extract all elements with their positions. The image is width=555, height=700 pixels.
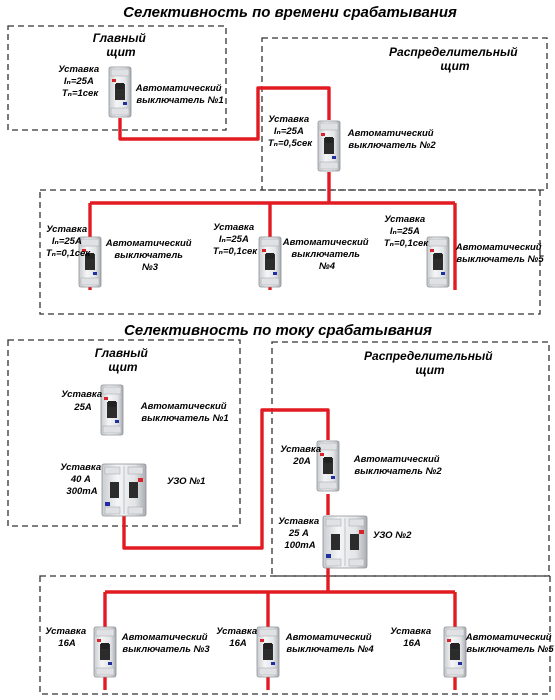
bottom-breaker-2-setting: Уставка 20A [280, 444, 324, 467]
top-breaker-5 [426, 236, 450, 288]
bottom-breaker-4 [256, 626, 280, 678]
bottom-breaker-2-name: Автоматический выключатель №2 [353, 454, 443, 477]
top-main-panel-label: Главный щит [93, 31, 149, 59]
bottom-breaker-3 [93, 626, 117, 678]
top-dist-panel-frame [261, 37, 548, 191]
bottom-outgoing-panel-frame [39, 575, 551, 695]
bottom-breaker-5 [443, 626, 467, 678]
top-title: Селективность по времени срабатывания [123, 4, 457, 21]
bottom-breaker-3-name: Автоматический выключатель №3 [121, 632, 211, 655]
top-breaker-4-setting: Уставка Iₙ=25A Tₙ=0,1сек [213, 222, 258, 257]
bottom-rcd-1 [101, 463, 147, 517]
bottom-breaker-5-name: Автоматический выключатель №5 [465, 632, 555, 655]
bottom-rcd-2-name: УЗО №2 [373, 530, 412, 541]
bottom-title: Селективность по току срабатывания [124, 322, 432, 339]
bottom-breaker-1-setting: Уставка 25A [61, 389, 105, 413]
top-breaker-4 [258, 236, 282, 288]
top-breaker-1-name: Автоматический выключатель №1 [135, 83, 224, 106]
top-breaker-5-setting: Уставка Iₙ=25A Tₙ=0,1сек [384, 214, 429, 249]
bottom-breaker-3-setting: Уставка 16A [45, 626, 89, 649]
top-breaker-3-setting: Уставка Iₙ=25A Tₙ=0,1сек [46, 224, 91, 259]
bottom-dist-panel-label: Распределительный щит [364, 349, 496, 377]
bottom-wire-main-to-dist [122, 408, 330, 550]
top-breaker-2 [317, 120, 341, 172]
bottom-dist-panel-frame [271, 341, 550, 577]
top-wire-main-to-dist [118, 86, 331, 141]
bottom-rcd-1-setting: Уставка 40 A 300mA [60, 462, 104, 497]
top-outgoing-panel-frame [39, 189, 541, 315]
top-breaker-2-setting: Уставка Iₙ=25A Tₙ=0,5сек [268, 114, 313, 149]
top-breaker-1-setting: Уставка Iₙ=25A Tₙ=1сек [58, 64, 102, 99]
bottom-breaker-5-setting: Уставка 16A [390, 626, 434, 649]
bottom-breaker-4-name: Автоматический выключатель №4 [285, 632, 375, 655]
top-breaker-4-name: Автоматический выключатель №4 [282, 237, 371, 272]
top-main-panel-frame [7, 25, 227, 131]
bottom-breaker-4-setting: Уставка 16A [216, 626, 260, 649]
top-breaker-3-name: Автоматический выключатель №3 [105, 238, 194, 273]
top-breaker-2-name: Автоматический выключатель №2 [347, 128, 437, 151]
bottom-rcd-2 [322, 515, 368, 569]
top-breaker-5-name: Автоматический выключатель №5 [455, 242, 545, 265]
bottom-breaker-1-name: Автоматический выключатель №1 [140, 401, 229, 424]
bottom-rcd-1-name: УЗО №1 [167, 476, 205, 487]
bottom-main-panel-label: Главный щит [95, 346, 151, 374]
bottom-rcd-2-setting: Уставка 25 A 100mA [278, 516, 322, 551]
top-dist-panel-label: Распределительный щит [389, 45, 521, 73]
top-breaker-1 [108, 66, 132, 118]
